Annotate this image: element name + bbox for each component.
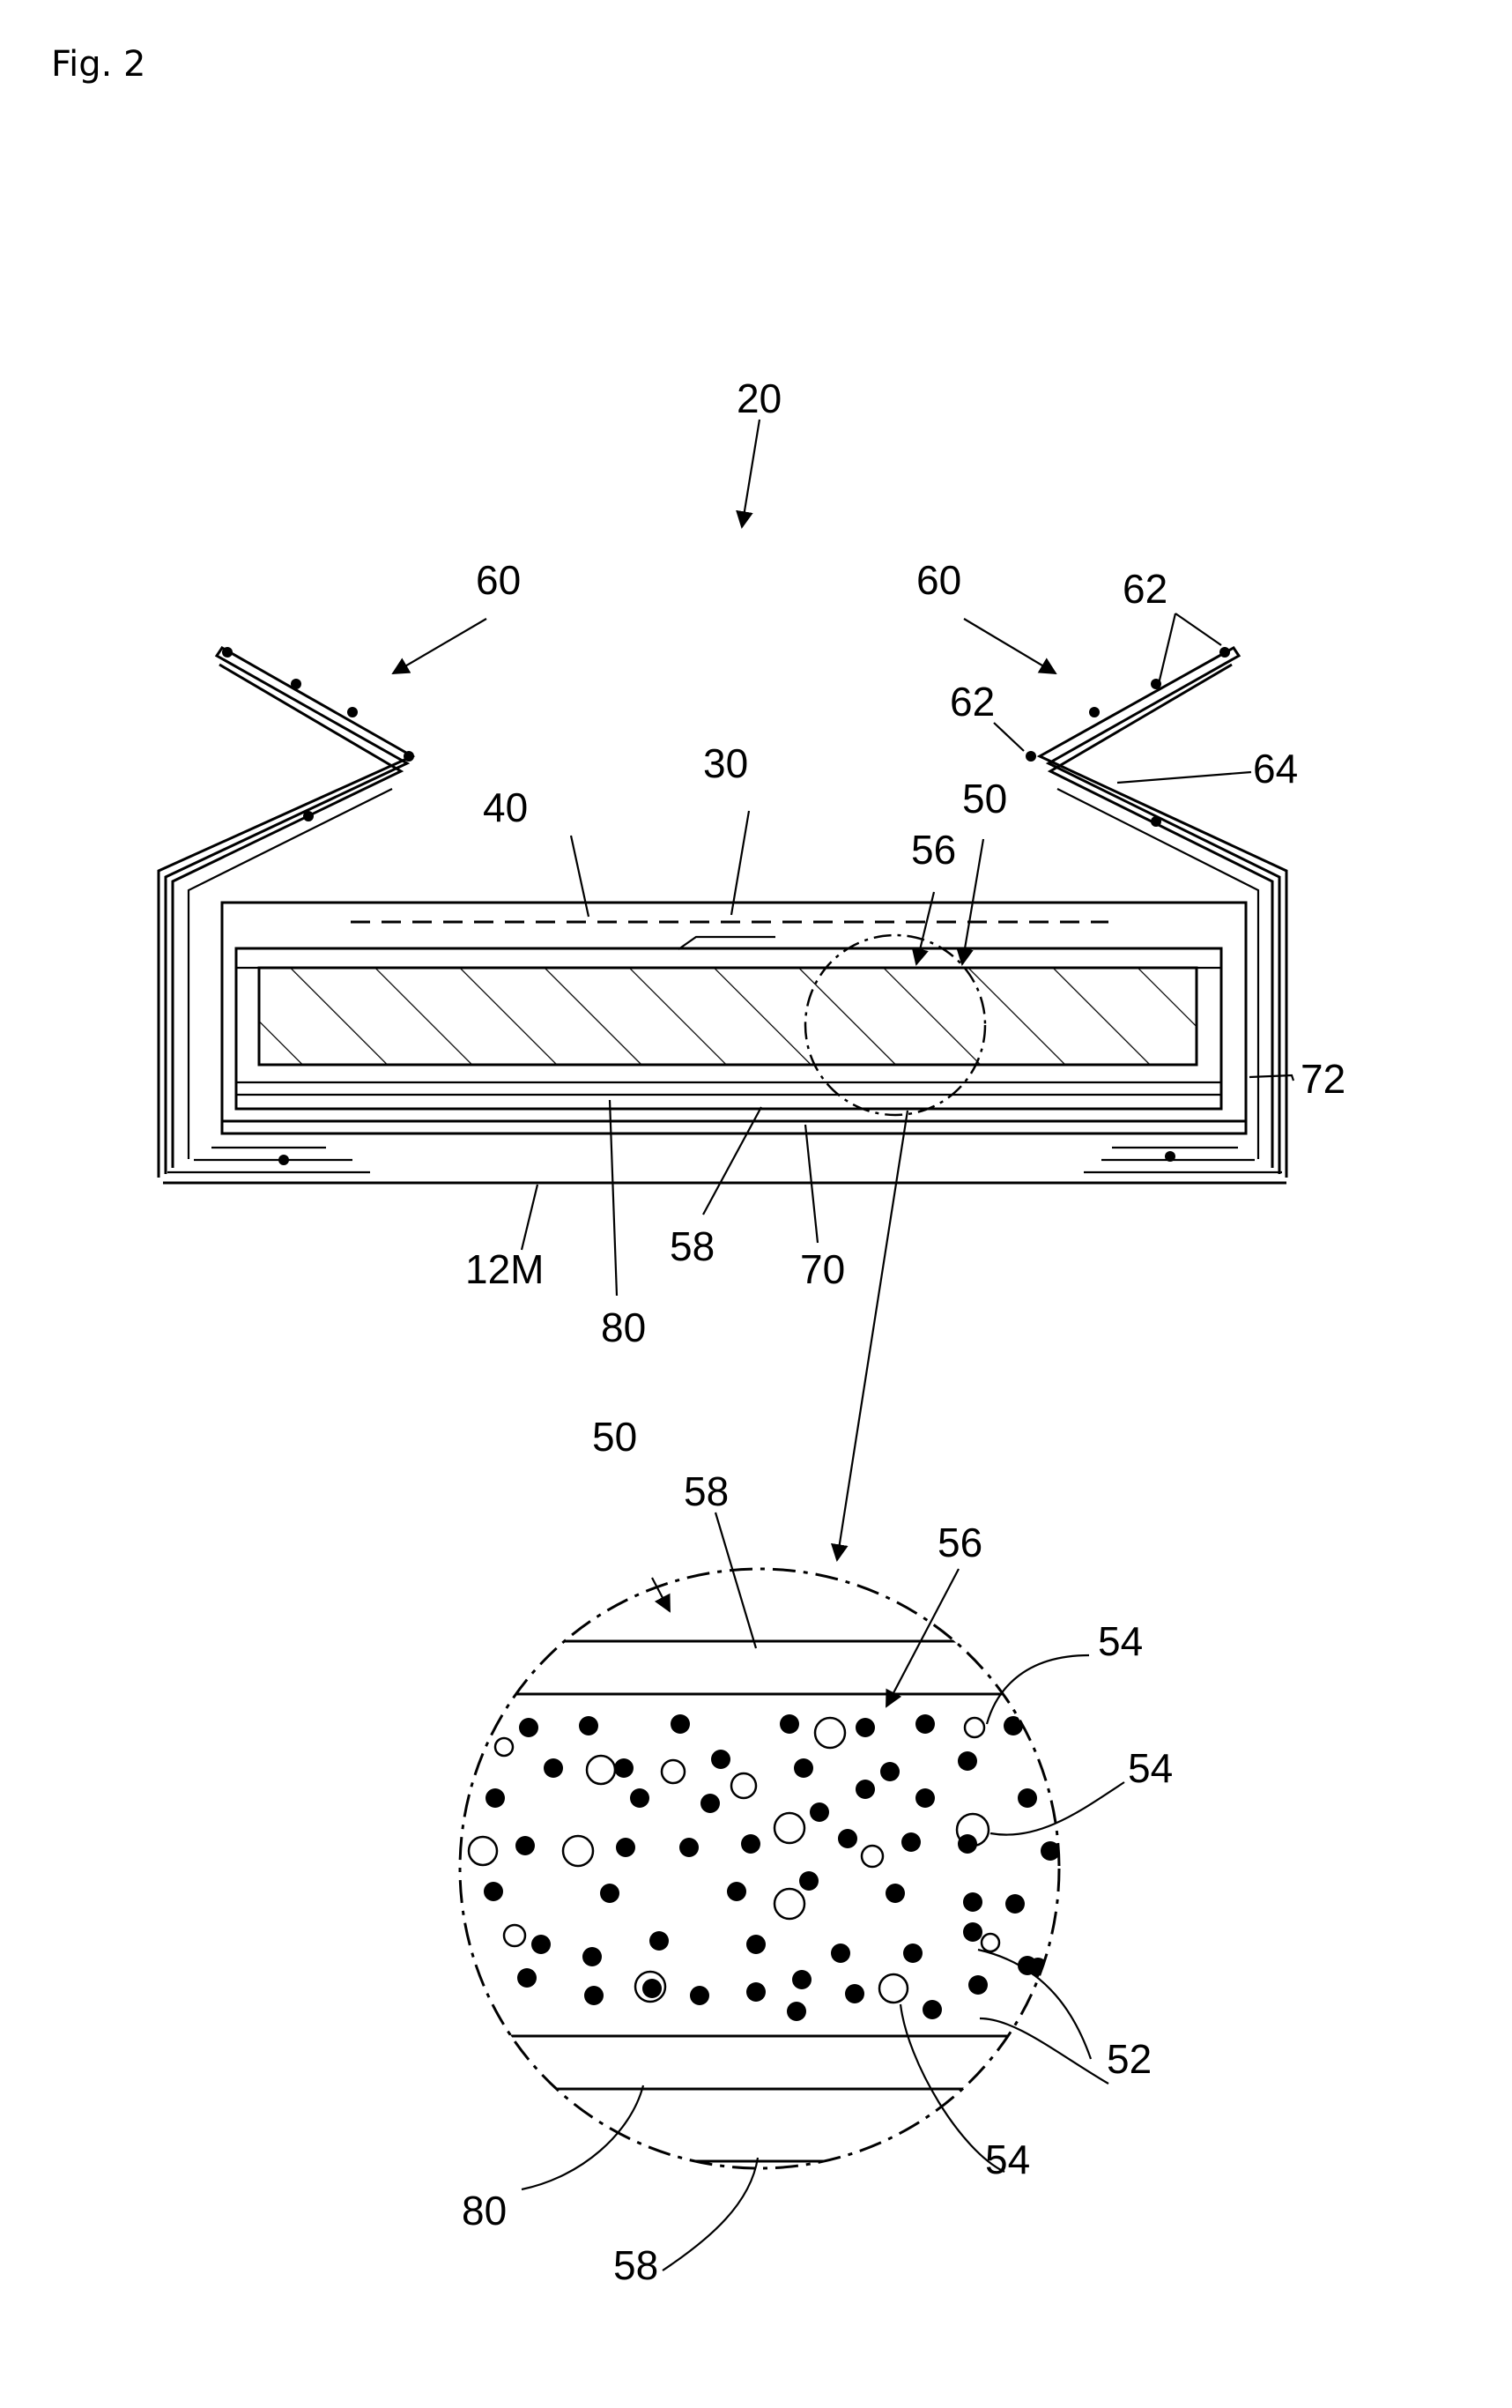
label-20: 20 (737, 375, 782, 421)
label-40: 40 (483, 784, 528, 830)
label-62-top: 62 (1123, 566, 1167, 612)
label-56-detail: 56 (938, 1520, 982, 1565)
label-54-c: 54 (985, 2137, 1030, 2182)
label-58-detail: 58 (684, 1468, 729, 1514)
detail-circle-boundary (460, 1569, 1059, 2168)
label-50-detail: 50 (592, 1414, 637, 1460)
filled-particles-52 (484, 1714, 1060, 2021)
label-30: 30 (703, 740, 748, 786)
label-52: 52 (1107, 2036, 1152, 2082)
label-58-top: 58 (670, 1223, 715, 1269)
label-62-mid: 62 (950, 679, 995, 725)
label-80-detail: 80 (462, 2188, 507, 2233)
label-50-top: 50 (962, 776, 1007, 821)
label-54-b: 54 (1128, 1745, 1173, 1791)
label-58-bottom: 58 (613, 2242, 658, 2288)
label-54-a: 54 (1098, 1618, 1143, 1664)
label-64: 64 (1253, 746, 1298, 792)
label-12M: 12M (465, 1246, 544, 1292)
label-56-top: 56 (911, 827, 956, 873)
label-70: 70 (800, 1246, 845, 1292)
label-60-right: 60 (916, 557, 961, 603)
label-72: 72 (1301, 1056, 1345, 1102)
rivet-dots (222, 647, 1230, 1165)
label-60-left: 60 (476, 557, 521, 603)
label-80-top: 80 (601, 1304, 646, 1350)
figure-title: Fig. 2 (51, 44, 145, 85)
hatched-core-56 (259, 968, 1197, 1065)
